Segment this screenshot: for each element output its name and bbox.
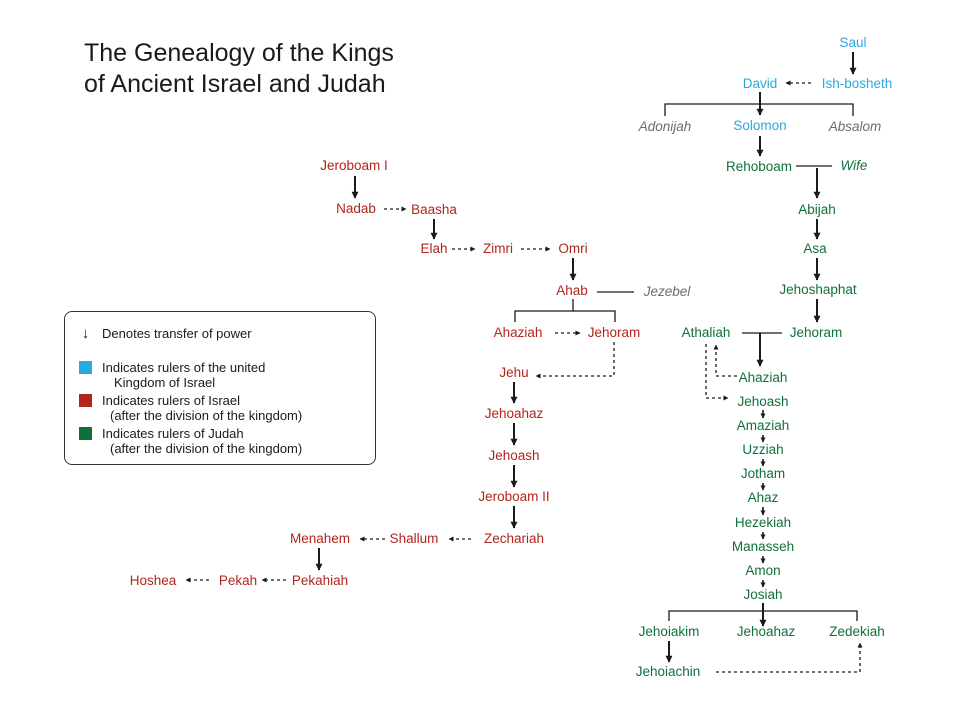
person-athaliah: Athaliah	[682, 325, 731, 340]
title-line-1: The Genealogy of the Kings	[84, 39, 394, 67]
person-jehoahaz-j: Jehoahaz	[737, 624, 796, 639]
diagram-title: The Genealogy of the Kings of Ancient Is…	[84, 38, 394, 100]
person-adonijah: Adonijah	[638, 119, 692, 134]
person-david: David	[743, 76, 778, 91]
down-arrow-icon: ↓	[81, 325, 90, 342]
legend-row-israel: Indicates rulers of Israel (after the di…	[79, 393, 302, 423]
legend-row-power: ↓ Denotes transfer of power	[79, 326, 252, 341]
dashed-transfer-arrow	[713, 344, 737, 377]
person-ahaz: Ahaz	[748, 490, 779, 505]
person-jeroboam2: Jeroboam II	[478, 489, 549, 504]
dashed-transfer-arrow	[716, 642, 863, 673]
person-jeroboam1: Jeroboam I	[320, 158, 388, 173]
person-amaziah: Amaziah	[737, 418, 790, 433]
person-jehoiachin: Jehoiachin	[636, 664, 701, 679]
person-nadab: Nadab	[336, 201, 376, 216]
person-rehoboam: Rehoboam	[726, 159, 792, 174]
person-jehoram-i: Jehoram	[588, 325, 641, 340]
person-josiah: Josiah	[743, 587, 782, 602]
person-ahaziah-i: Ahaziah	[494, 325, 543, 340]
person-jehoiakim: Jehoiakim	[639, 624, 700, 639]
israel-swatch	[79, 394, 92, 407]
person-amon: Amon	[745, 563, 780, 578]
person-zechariah: Zechariah	[484, 531, 544, 546]
legend-united-sub: Kingdom of Israel	[114, 375, 216, 390]
legend-israel-label: Indicates rulers of Israel	[102, 393, 241, 408]
person-saul: Saul	[839, 35, 866, 50]
legend-judah-label: Indicates rulers of Judah	[102, 426, 244, 441]
family-bracket	[668, 610, 858, 621]
person-ahaziah-j: Ahaziah	[739, 370, 788, 385]
person-wife: Wife	[841, 158, 868, 173]
family-bracket	[514, 310, 616, 322]
person-jehoash-j: Jehoash	[737, 394, 788, 409]
person-zimri: Zimri	[483, 241, 513, 256]
legend-united-label: Indicates rulers of the united	[102, 360, 266, 375]
person-absalom: Absalom	[828, 119, 882, 134]
person-manasseh: Manasseh	[732, 539, 794, 554]
person-ishbosheth: Ish-bosheth	[822, 76, 893, 91]
person-elah: Elah	[420, 241, 447, 256]
person-hezekiah: Hezekiah	[735, 515, 791, 530]
person-jehoram-j: Jehoram	[790, 325, 843, 340]
person-pekahiah: Pekahiah	[292, 573, 348, 588]
united-swatch	[79, 361, 92, 374]
person-hoshea: Hoshea	[130, 573, 177, 588]
person-solomon: Solomon	[733, 118, 786, 133]
legend: ↓ Denotes transfer of power Indicates ru…	[64, 311, 376, 465]
person-zedekiah: Zedekiah	[829, 624, 885, 639]
title-line-2: of Ancient Israel and Judah	[84, 70, 386, 98]
legend-row-united: Indicates rulers of the united Kingdom o…	[79, 360, 265, 390]
person-uzziah: Uzziah	[742, 442, 783, 457]
person-omri: Omri	[558, 241, 587, 256]
person-jezebel: Jezebel	[643, 284, 692, 299]
person-jehoahaz-i: Jehoahaz	[485, 406, 544, 421]
person-jehoshaphat: Jehoshaphat	[779, 282, 857, 297]
person-jotham: Jotham	[741, 466, 785, 481]
person-asa: Asa	[803, 241, 827, 256]
judah-swatch	[79, 427, 92, 440]
person-abijah: Abijah	[798, 202, 836, 217]
person-jehoash-i: Jehoash	[488, 448, 539, 463]
dashed-transfer-arrow	[705, 344, 729, 401]
person-jehu: Jehu	[499, 365, 528, 380]
legend-row-judah: Indicates rulers of Judah (after the div…	[79, 426, 302, 456]
person-ahab: Ahab	[556, 283, 588, 298]
dashed-transfer-arrow	[535, 342, 615, 379]
person-menahem: Menahem	[290, 531, 350, 546]
person-pekah: Pekah	[219, 573, 257, 588]
person-baasha: Baasha	[411, 202, 457, 217]
legend-israel-sub: (after the division of the kingdom)	[110, 408, 303, 423]
legend-judah-sub: (after the division of the kingdom)	[110, 441, 303, 456]
person-shallum: Shallum	[390, 531, 439, 546]
legend-power-label: Denotes transfer of power	[102, 326, 252, 341]
